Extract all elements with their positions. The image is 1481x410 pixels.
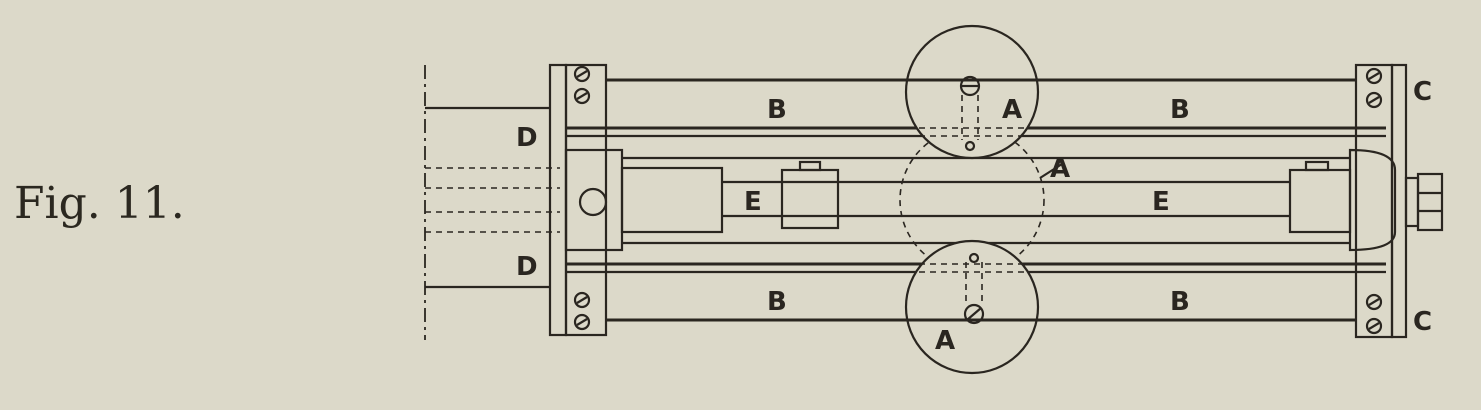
label-a-center: A [1050, 154, 1070, 184]
label-b-top-right: B [1170, 95, 1190, 125]
right-washer [1404, 176, 1420, 228]
upper-wheel-a [904, 24, 1040, 160]
left-end-plate [548, 63, 568, 337]
label-e-left: E [744, 187, 762, 217]
right-nut [1416, 172, 1444, 232]
label-a-leader [1039, 163, 1063, 179]
left-shaft-sleeve [620, 166, 724, 234]
label-b-top-left: B [767, 95, 787, 125]
screw-icon [1365, 91, 1383, 109]
screw-icon [573, 65, 591, 83]
label-e-right: E [1152, 187, 1170, 217]
screw-icon [573, 313, 591, 331]
lower-wheel-a [904, 239, 1040, 375]
label-b-bottom-right: B [1170, 287, 1190, 317]
label-d-bottom: D [516, 252, 538, 282]
screw-icon [1365, 293, 1383, 311]
upper-wheel-axle [959, 75, 981, 97]
label-a-upper: A [1002, 95, 1022, 125]
collar-right [1288, 168, 1352, 234]
left-bearing-hub [564, 148, 624, 252]
lower-wheel-axle [963, 303, 985, 325]
collar-left [780, 168, 840, 230]
screw-icon [573, 87, 591, 105]
collar-right-set-screw [1304, 160, 1330, 172]
label-a-lower: A [935, 326, 955, 356]
label-b-bottom-left: B [767, 287, 787, 317]
label-c-bottom: C [1413, 307, 1432, 337]
screw-icon [573, 291, 591, 309]
screw-icon [1365, 67, 1383, 85]
collar-set-screw [798, 160, 822, 172]
left-bearing-hole [578, 187, 608, 217]
right-plate-block [1354, 63, 1394, 339]
upper-wheel-pin [964, 140, 976, 152]
screw-icon [1365, 317, 1383, 335]
figure-caption: Fig. 11. [14, 178, 185, 229]
lower-wheel-pin [968, 252, 980, 264]
label-c-top: C [1413, 77, 1432, 107]
right-bearing-hub [1348, 148, 1397, 252]
label-d-top: D [516, 123, 538, 153]
